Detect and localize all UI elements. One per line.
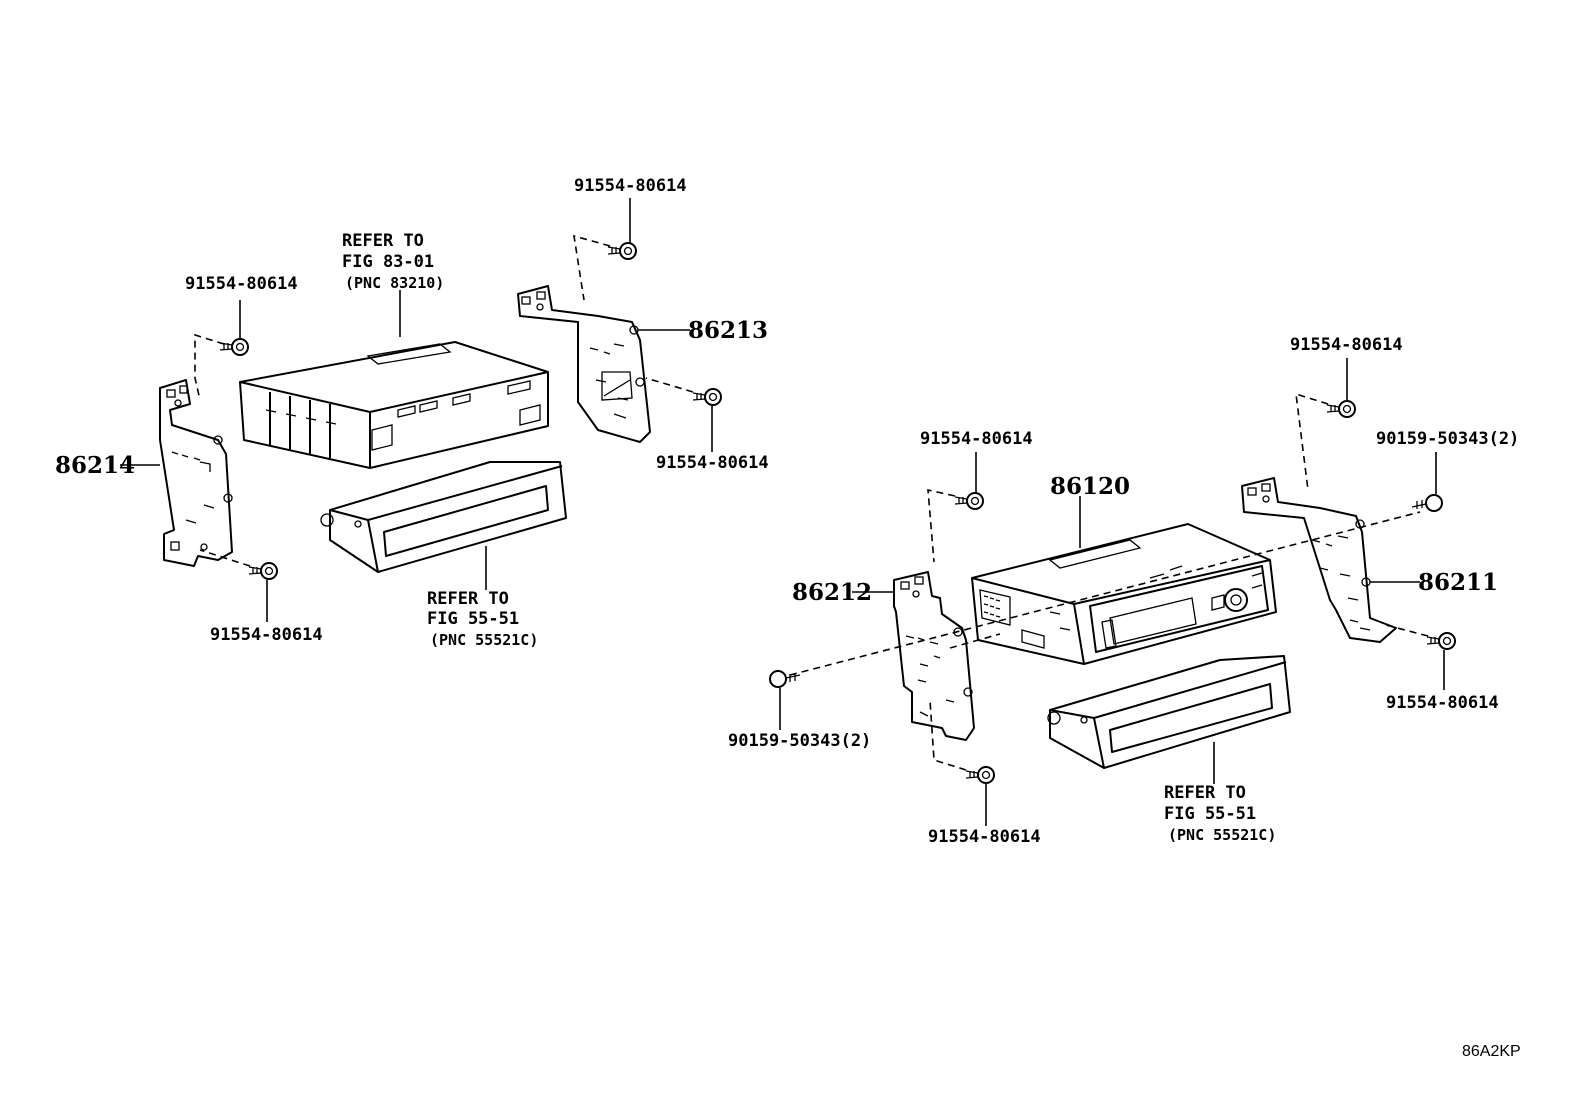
screw-icon (607, 242, 637, 260)
unit-ref-line1: REFER TO (342, 231, 424, 251)
tray-ref-left-line1: REFER TO (427, 589, 509, 609)
bracket-86214 (159, 379, 233, 567)
label-86213: 86213 (688, 317, 768, 344)
pocket-tray-left (320, 461, 567, 573)
screw-icon (692, 388, 722, 406)
bolt-icon (769, 670, 801, 688)
label-screw-top-right-r: 91554-80614 (1290, 335, 1403, 355)
screw-icon (965, 766, 995, 784)
bracket-86211 (1241, 477, 1397, 643)
unit-ref-line3: (PNC 83210) (345, 274, 444, 292)
screw-icon (248, 562, 278, 580)
label-bolt-right: 90159-50343(2) (1376, 429, 1519, 449)
screw-icon (954, 492, 984, 510)
screw-icon (1326, 400, 1356, 418)
label-screw-top-right: 91554-80614 (574, 176, 687, 196)
label-screw-bottom-left: 91554-80614 (210, 625, 323, 645)
tray-ref-left-line3: (PNC 55521C) (430, 631, 538, 649)
bolt-icon (1411, 494, 1443, 512)
pocket-tray-right (1047, 655, 1291, 769)
label-86212: 86212 (792, 579, 872, 606)
label-screw-mid-right: 91554-80614 (656, 453, 769, 473)
tray-ref-right-line3: (PNC 55521C) (1168, 826, 1276, 844)
bracket-86212 (893, 571, 975, 741)
tray-ref-right-line2: FIG 55-51 (1164, 804, 1256, 824)
right-assembly: 86120 86212 91554-80614 91554-80614 9015 (728, 335, 1519, 847)
screw-icon (1426, 632, 1456, 650)
audio-unit-left (239, 341, 549, 469)
label-screw-top-left-r: 91554-80614 (920, 429, 1033, 449)
tray-ref-left-line2: FIG 55-51 (427, 609, 519, 629)
bracket-86213 (517, 285, 651, 443)
diagram-code: 86A2KP (1462, 1043, 1521, 1060)
label-screw-bottom-left-r: 91554-80614 (928, 827, 1041, 847)
label-86211: 86211 (1418, 569, 1498, 596)
left-assembly: 86214 91554-80614 91554-80614 REFER TO F… (55, 176, 769, 649)
label-screw-top-left: 91554-80614 (185, 274, 298, 294)
label-86214: 86214 (55, 452, 135, 479)
unit-ref-line2: FIG 83-01 (342, 252, 434, 272)
tray-ref-right-line1: REFER TO (1164, 783, 1246, 803)
label-bolt-left: 90159-50343(2) (728, 731, 871, 751)
screw-icon (219, 338, 249, 356)
label-screw-bottom-right-r: 91554-80614 (1386, 693, 1499, 713)
audio-unit-86120 (971, 523, 1277, 665)
label-86120: 86120 (1050, 473, 1130, 500)
